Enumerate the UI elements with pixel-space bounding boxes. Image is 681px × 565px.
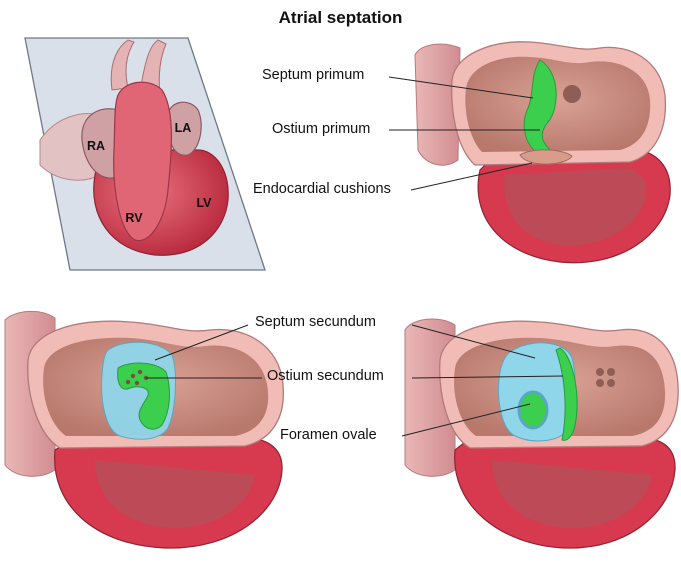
aortic-arch xyxy=(139,39,167,96)
ostium-secundum-pore xyxy=(137,369,143,375)
ostium-secundum-pore xyxy=(134,380,140,386)
diagram-title: Atrial septation xyxy=(278,8,403,27)
pulmonary-vein-opening xyxy=(563,85,581,103)
outflow-tract xyxy=(113,81,173,242)
ostium-secundum-pore xyxy=(125,379,131,385)
label-septum-secundum: Septum secundum xyxy=(255,314,376,330)
septum-primum xyxy=(555,347,578,441)
leader-septum-primum xyxy=(388,76,534,99)
pulmonary-vein-openings xyxy=(596,368,615,387)
label-ra: RA xyxy=(87,139,105,153)
label-lv: LV xyxy=(196,196,212,210)
label-ostium-primum: Ostium primum xyxy=(272,121,371,137)
leader-septum-secundum-right xyxy=(411,324,536,359)
orientation-heart: RA LA RV LV xyxy=(24,37,266,271)
ventricle-lumen xyxy=(95,460,255,529)
endocardial-cushion xyxy=(519,149,573,165)
foramen-ovale xyxy=(517,390,549,430)
label-ostium-secundum: Ostium secundum xyxy=(267,368,384,384)
label-rv: RV xyxy=(125,211,143,225)
label-septum-primum: Septum primum xyxy=(262,67,365,83)
label-la: LA xyxy=(175,121,192,135)
great-vessels xyxy=(110,39,135,91)
leader-endocardial-cushions xyxy=(410,162,533,191)
vessel-stub xyxy=(414,43,461,166)
label-endocardial-cushions: Endocardial cushions xyxy=(253,181,391,197)
panel-septum-secundum xyxy=(4,311,284,549)
panel-septum-primum xyxy=(388,41,671,264)
septum-primum xyxy=(117,362,170,430)
leader-ostium-secundum-right xyxy=(411,375,564,379)
label-foramen-ovale: Foramen ovale xyxy=(280,427,377,443)
leader-septum-secundum xyxy=(154,324,249,361)
leader-foramen-ovale xyxy=(401,403,531,437)
ostium-secundum-pore xyxy=(130,373,136,379)
panel-foramen-ovale xyxy=(401,318,679,549)
ventricle-lumen xyxy=(492,460,652,529)
atrial-cavity xyxy=(465,56,651,152)
ventricle-lumen xyxy=(504,168,647,246)
